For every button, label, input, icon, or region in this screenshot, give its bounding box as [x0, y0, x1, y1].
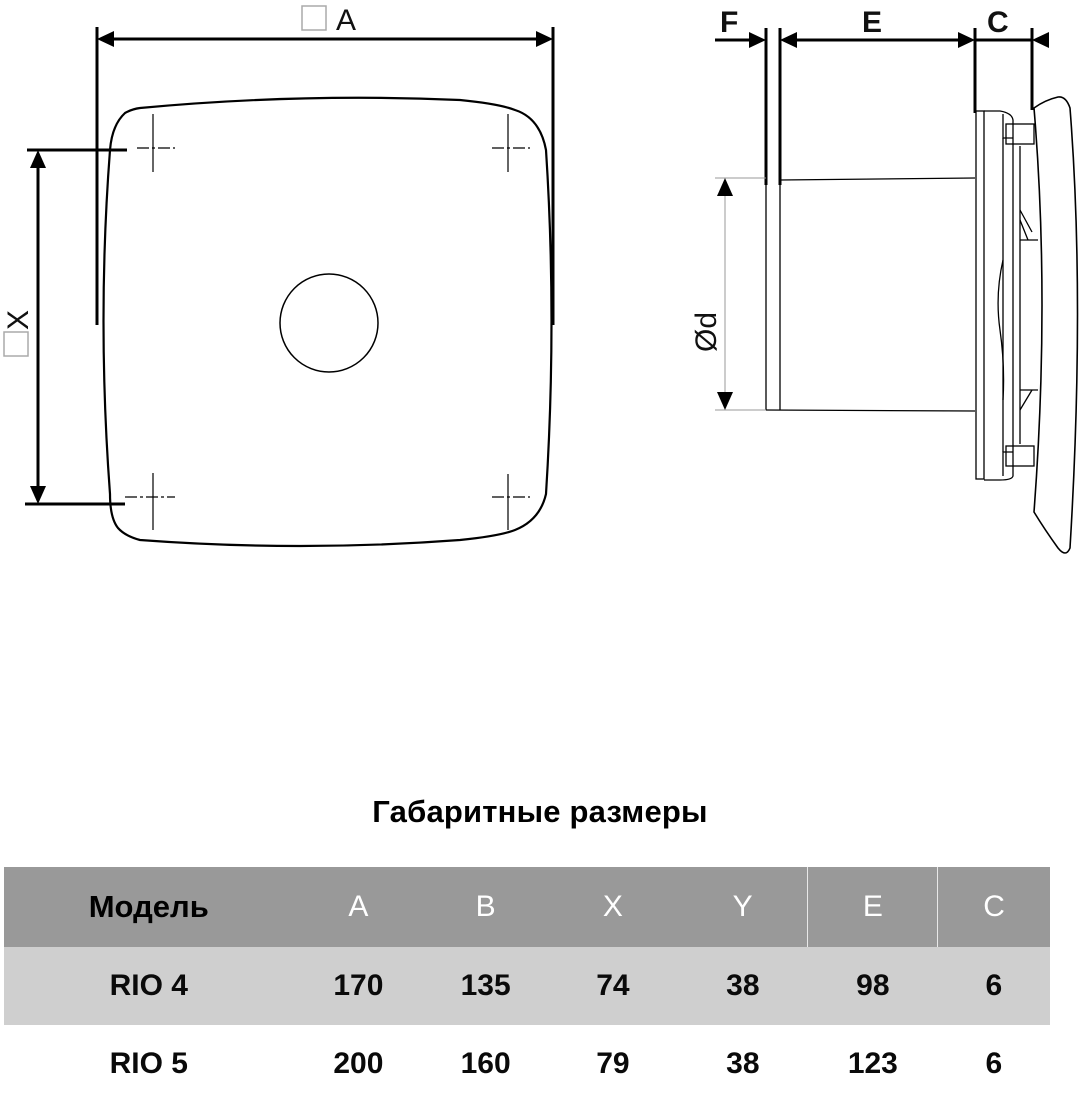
cell-c: 6	[985, 1047, 1003, 1080]
cell-x: 74	[596, 969, 630, 1002]
front-view: A X	[2, 4, 555, 548]
cell-y: 38	[726, 1047, 760, 1080]
table-title: Габаритные размеры	[372, 794, 708, 829]
table-header-row: Модель A B X Y E C	[4, 867, 1050, 947]
dimensions-table: Модель A B X Y E C RIO 4 170 135 74 38 9…	[4, 867, 1050, 1103]
dim-label-x: X	[2, 310, 35, 330]
table-row: RIO 5 200 160 79 38 123 6	[4, 1025, 1050, 1103]
cell-model: RIO 5	[109, 1047, 188, 1080]
column-header-x: X	[602, 890, 623, 923]
cell-a: 200	[333, 1047, 384, 1080]
cell-model: RIO 4	[109, 969, 188, 1002]
cell-a: 170	[333, 969, 384, 1002]
side-view: F E C Ød	[690, 6, 1079, 554]
cell-x: 79	[596, 1047, 630, 1080]
cell-e: 98	[856, 969, 890, 1002]
cell-c: 6	[985, 969, 1003, 1002]
cell-y: 38	[726, 969, 760, 1002]
cell-e: 123	[847, 1047, 898, 1080]
column-header-y: Y	[732, 890, 753, 923]
dim-label-f: F	[720, 6, 738, 39]
cell-b: 135	[460, 969, 511, 1002]
square-symbol-icon	[301, 5, 327, 31]
dim-label-diameter: Ød	[690, 312, 723, 352]
cell-b: 160	[460, 1047, 511, 1080]
column-header-model: Модель	[88, 889, 209, 924]
column-header-c: C	[937, 867, 1050, 947]
column-header-e: E	[807, 867, 938, 947]
table-row: RIO 4 170 135 74 38 98 6	[4, 947, 1050, 1025]
dim-label-a: A	[336, 4, 356, 37]
dim-label-c: C	[987, 6, 1009, 39]
column-header-a: A	[348, 890, 369, 923]
column-header-b: B	[475, 890, 496, 923]
square-symbol-icon	[3, 331, 29, 357]
technical-drawing: A X	[2, 4, 1079, 554]
dim-label-e: E	[862, 6, 882, 39]
